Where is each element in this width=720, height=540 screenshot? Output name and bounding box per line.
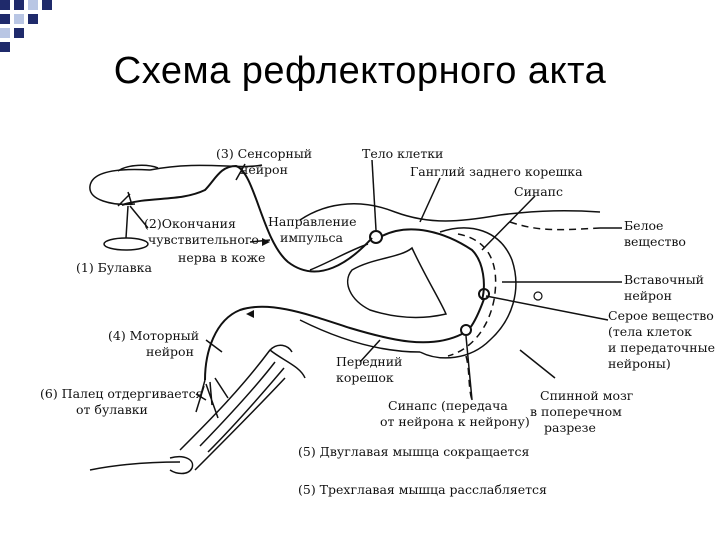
label-endings-1: (2)Окончания — [144, 216, 236, 231]
ganglion-cell-body — [370, 231, 382, 243]
label-endings-2: чувствительного — [148, 232, 259, 247]
label-grey-1: Серое вещество — [608, 308, 714, 323]
label-sensory-2: нейрон — [240, 162, 288, 177]
label-motor-1: (4) Моторный — [108, 328, 199, 343]
label-synapse-transfer-1: Синапс (передача — [388, 398, 508, 413]
white-matter-outer — [510, 222, 600, 230]
label-direction-2: импульса — [280, 230, 343, 245]
white-matter-mark — [534, 292, 542, 300]
leader-ganglion — [420, 178, 440, 222]
label-triceps: (5) Трехглавая мышца расслабляется — [298, 482, 547, 497]
label-grey-4: нейроны) — [608, 356, 671, 371]
leader-spinal-cord — [520, 350, 555, 378]
label-spinal-3: разрезе — [544, 420, 596, 435]
label-direction-1: Направление — [268, 214, 357, 229]
leader-grey — [486, 296, 608, 320]
label-cell-body: Тело клетки — [362, 146, 443, 161]
motor-arrow-1 — [246, 310, 254, 318]
interneuron-axon — [470, 299, 484, 328]
label-grey-2: (тела клеток — [608, 324, 692, 339]
hand — [170, 457, 193, 474]
forearm-line — [90, 462, 180, 470]
label-synapse-transfer-2: от нейрона к нейрону) — [380, 414, 530, 429]
spinal-cord-lower-edge — [300, 320, 420, 352]
leader-synapse — [482, 196, 535, 250]
label-endings-3: нерва в коже — [178, 250, 265, 265]
label-white-1: Белое — [624, 218, 663, 233]
label-spinal-2: в поперечном — [530, 404, 622, 419]
label-pin: (1) Булавка — [76, 260, 152, 275]
label-white-2: вещество — [624, 234, 686, 249]
label-anterior-2: корешок — [336, 370, 394, 385]
label-interneuron-1: Вставочный — [624, 272, 704, 287]
motor-neuron-body — [461, 325, 471, 335]
pin-shaft — [126, 206, 128, 238]
elbow — [270, 350, 305, 378]
grey-matter — [348, 248, 446, 317]
label-ganglion: Ганглий заднего корешка — [410, 164, 583, 179]
leader-cell-body — [372, 160, 376, 230]
label-anterior-1: Передний — [336, 354, 402, 369]
impulse-arrow-1 — [262, 238, 270, 246]
label-grey-3: и передаточные — [608, 340, 715, 355]
pin-head — [104, 238, 148, 250]
label-finger-1: (6) Палец отдергивается — [40, 386, 204, 401]
label-spinal-1: Спинной мозг — [540, 388, 633, 403]
label-finger-2: от булавки — [76, 402, 148, 417]
label-interneuron-2: нейрон — [624, 288, 672, 303]
label-synapse: Синапс — [514, 184, 563, 199]
finger-outline — [90, 170, 150, 205]
label-biceps: (5) Двуглавая мышца сокращается — [298, 444, 529, 459]
label-sensory-1: (3) Сенсорный — [216, 146, 312, 161]
label-motor-2: нейрон — [146, 344, 194, 359]
